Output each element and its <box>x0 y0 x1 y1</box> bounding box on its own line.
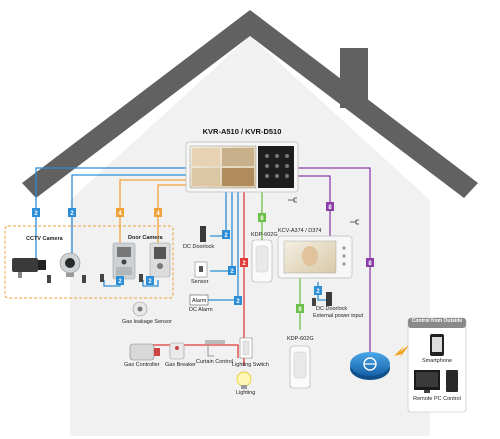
wire-purple-right <box>298 167 371 352</box>
main-monitor <box>185 141 299 193</box>
doorlock-icon <box>100 274 104 282</box>
badge-door1: 4 <box>118 211 122 217</box>
badges: 2 2 4 4 2 2 2 2 6 8 8 2 2 2 6 <box>32 202 374 313</box>
badge-cam1: 2 <box>34 211 38 217</box>
badge-doorcam-bottom1: 2 <box>118 279 122 285</box>
label-dc-doorlock-2: DC Doorlock <box>316 306 348 312</box>
wire-doorcam-bottom2 <box>142 280 159 287</box>
house-body <box>70 36 430 436</box>
gas-controller-icon <box>129 343 160 361</box>
curtain-icon <box>205 340 225 357</box>
badge-sensor: 2 <box>230 269 234 275</box>
badge-right-purple: 8 <box>368 261 372 267</box>
doorlock-icon <box>82 275 86 283</box>
label-smartphone: Smartphone <box>422 358 452 364</box>
label-lighting: Lighting <box>236 390 256 396</box>
badge-door2: 4 <box>156 211 160 217</box>
smartphone-icon <box>430 334 444 356</box>
badge-vertical-purple: 8 <box>328 205 332 211</box>
badge-lighting: 2 <box>242 261 246 267</box>
door-camera-icon <box>149 242 171 278</box>
wire-cam1 <box>35 167 188 262</box>
wire-purple-v <box>296 175 331 236</box>
label-kcv-a374: KCV-A374 / D374 <box>278 228 322 234</box>
label-cctv-camera: CCTV Camera <box>26 236 63 242</box>
gas-sensor-icon <box>132 301 148 317</box>
badge-phone1: 6 <box>260 216 264 222</box>
wire-cam2 <box>71 174 188 262</box>
plug-icon <box>288 197 359 225</box>
control-from-outside-title: Control from Outside <box>411 318 463 324</box>
label-curtain-control: Curtain Control <box>196 359 233 365</box>
lighting-switch-icon <box>239 337 253 359</box>
alarm-icon <box>189 294 209 306</box>
badge-alarm: 2 <box>236 299 240 305</box>
label-remote-pc-control: Remote PC Control <box>413 396 461 402</box>
label-external-power: External power input <box>313 313 364 319</box>
label-gas-breaker: Gas Breaker <box>165 362 196 368</box>
label-dc-doorlock-1: DC Doorlock <box>183 244 215 250</box>
doorlock-icon <box>47 275 51 283</box>
label-dc-alarm: DC Alarm <box>189 307 213 313</box>
label-lighting-switch: Lighting Switch <box>232 362 269 368</box>
doorlock-icon <box>139 274 143 282</box>
interphone-icon <box>251 239 273 283</box>
badge-doorlock1: 2 <box>224 233 228 239</box>
gas-breaker-icon <box>169 342 185 360</box>
badge-kcv-lock: 2 <box>316 289 320 295</box>
interphone-icon <box>289 345 311 389</box>
label-kdp-602g-2: KDP-602G <box>287 336 314 342</box>
house <box>22 10 478 436</box>
sensor-icon <box>194 261 208 278</box>
label-gas-leakage-sensor: Gas leakage Sensor <box>122 319 172 325</box>
label-alarm: Alarm <box>192 298 207 304</box>
doorlock-icon <box>326 292 332 306</box>
kcv-monitor-icon <box>277 235 353 279</box>
badge-phone2: 6 <box>298 307 302 313</box>
label-gas-controller: Gas Controller <box>124 362 160 368</box>
cctv-dashed-box <box>4 225 174 299</box>
badge-doorcam-bottom2: 2 <box>148 279 152 285</box>
label-door-camera: Door Camera <box>128 235 163 241</box>
label-kdp-602g-1: KDP-602G <box>251 232 278 238</box>
cctv-dome-camera-icon <box>59 252 81 277</box>
badge-cam2: 2 <box>70 211 74 217</box>
doorlock-icon <box>200 226 206 242</box>
page-title: KVR-A510 / KVR-D510 <box>202 127 282 136</box>
wire-door2 <box>157 184 188 244</box>
router-icon <box>350 352 390 380</box>
doorlock-icon <box>312 298 316 306</box>
door-camera-icon <box>112 242 136 280</box>
lightning-icon <box>394 344 410 360</box>
cctv-box-camera-icon <box>12 258 46 278</box>
wire-door1 <box>119 179 188 244</box>
wiring <box>35 167 371 366</box>
label-sensor: Sensor <box>191 279 209 285</box>
lightbulb-icon <box>236 371 252 389</box>
pc-icon <box>414 370 458 393</box>
